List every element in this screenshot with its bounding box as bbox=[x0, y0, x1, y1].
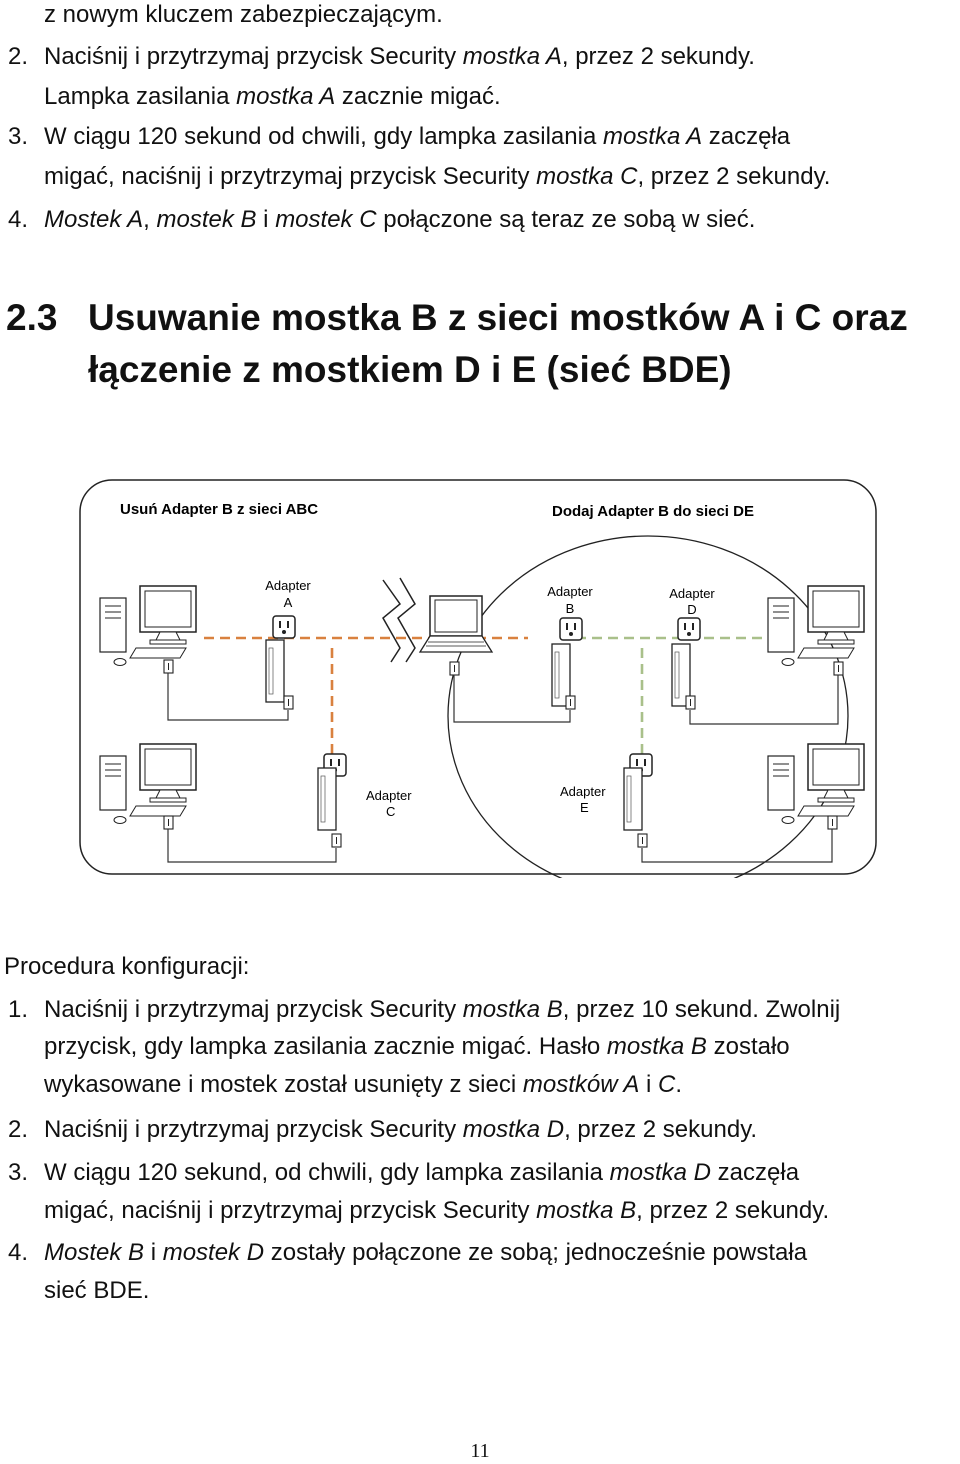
outlet-icon bbox=[677, 617, 701, 641]
adapter-d-letter: D bbox=[687, 602, 696, 617]
plug-icon bbox=[637, 833, 648, 848]
plug-icon bbox=[833, 661, 844, 676]
adapter-b-label: Adapter bbox=[547, 584, 593, 599]
plug-icon bbox=[449, 661, 460, 676]
plug-icon bbox=[685, 695, 696, 710]
plug-icon bbox=[565, 695, 576, 710]
break-icon bbox=[382, 577, 416, 663]
adapter-c-label: Adapter bbox=[366, 788, 412, 803]
network-diagram: Usuń Adapter B z sieci ABC Dodaj Adapter… bbox=[79, 479, 877, 878]
adapter-c-letter: C bbox=[386, 804, 395, 819]
adapter-e-label: Adapter bbox=[560, 784, 606, 799]
adapter-e-icon bbox=[623, 767, 643, 831]
de-powerline bbox=[576, 636, 768, 768]
outlet-icon bbox=[272, 615, 296, 639]
adapter-d-label: Adapter bbox=[669, 586, 715, 601]
adapter-a-icon bbox=[265, 639, 285, 703]
adapter-b-letter: B bbox=[566, 601, 575, 616]
outlet-icon bbox=[559, 617, 583, 641]
plug-icon bbox=[827, 815, 838, 830]
right-title: Dodaj Adapter B do sieci DE bbox=[552, 503, 754, 520]
plug-icon bbox=[331, 833, 342, 848]
plug-icon bbox=[163, 815, 174, 830]
adapter-e-letter: E bbox=[580, 800, 589, 815]
plug-icon bbox=[163, 659, 174, 674]
de-network-ellipse bbox=[447, 535, 849, 878]
adapter-c-icon bbox=[317, 767, 337, 831]
network-frame bbox=[79, 479, 877, 875]
laptop-icon bbox=[419, 595, 493, 653]
adapter-a-label: Adapter bbox=[265, 578, 311, 593]
adapter-a-letter: A bbox=[284, 595, 293, 610]
plug-icon bbox=[283, 695, 294, 710]
page-number: 11 bbox=[470, 1440, 490, 1462]
left-title: Usuń Adapter B z sieci ABC bbox=[120, 501, 318, 518]
